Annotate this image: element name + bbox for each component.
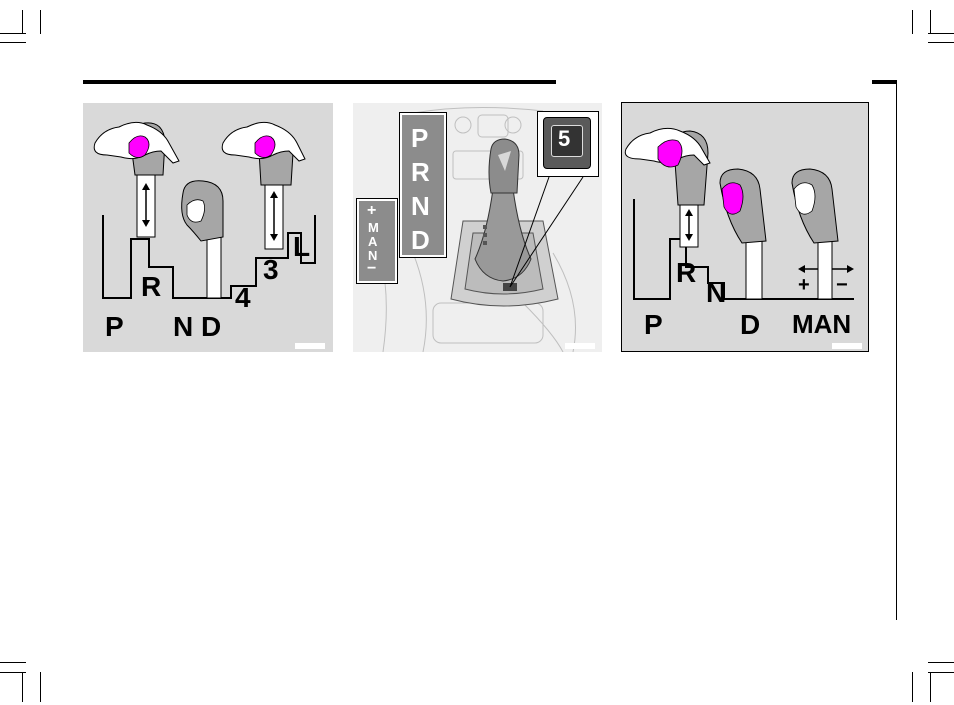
header-rule [83, 80, 556, 84]
strip-label-d: D [411, 227, 430, 253]
gear-label-n: N [173, 313, 193, 341]
gear-label-r: R [676, 259, 696, 287]
figure-code-tag [565, 343, 595, 349]
gear-label-n: N [706, 279, 726, 307]
gear-label-d: D [740, 311, 760, 339]
gear-label-3: 3 [263, 256, 279, 284]
gear-label-4: 4 [235, 284, 251, 312]
figure-middle-gear-console: P R N D + M A N − 5 [353, 103, 602, 352]
gear-label-p: P [105, 313, 124, 341]
manual-plus: + [367, 203, 376, 219]
manual-minus: − [367, 261, 376, 277]
man-minus: − [836, 275, 848, 295]
figure-code-tag [832, 343, 862, 349]
page-margin-line [896, 84, 897, 620]
gear-label-d: D [201, 313, 221, 341]
gear-label-p: P [644, 311, 663, 339]
gear-label-r: R [141, 273, 161, 301]
strip-label-p: P [411, 125, 428, 151]
strip-label-r: R [411, 159, 430, 185]
strip-label-n: N [411, 193, 430, 219]
figure-left-gear-positions: P R N D 4 3 L [83, 103, 333, 352]
manual-m: M [368, 221, 379, 234]
gear-display-value: 5 [558, 128, 570, 150]
man-plus: + [798, 275, 810, 295]
figure-code-tag [295, 343, 325, 349]
manual-a: A [368, 235, 377, 248]
gear-label-l: L [293, 233, 310, 261]
gear-label-man: MAN [792, 311, 851, 337]
header-rule-right [872, 80, 897, 84]
figure-right-gear-positions: + − P R N D MAN [621, 102, 869, 352]
